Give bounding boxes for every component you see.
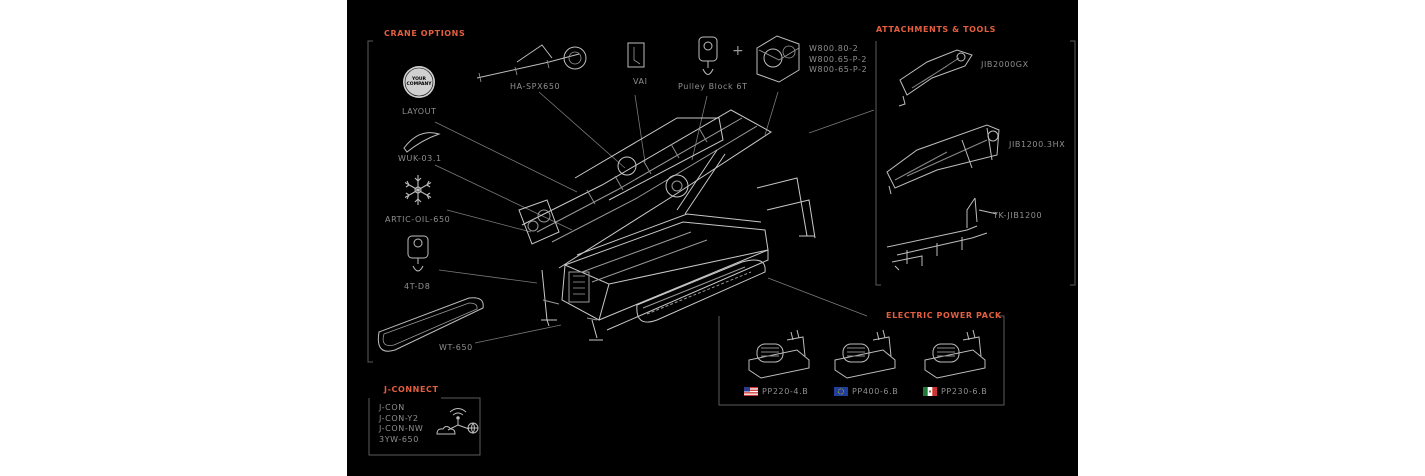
leader-winch [764,91,779,136]
wuk-sticker-icon [403,132,441,153]
snowflake-icon [404,175,432,205]
winch-model: W800.65-P-2 [809,54,868,64]
label-layout: LAYOUT [402,107,437,116]
your-company-logo-text: YOUR COMPANY [406,77,432,87]
diagram-lines [367,35,1076,456]
winch-icon [756,35,800,83]
label-jib2000gx: JIB2000GX [981,60,1029,69]
iot-network-icon [436,408,479,435]
label-ha-spx650: HA-SPX650 [510,82,561,91]
label-pp230: PP230-6.B [941,387,988,396]
hook-block-4t-icon [407,235,429,272]
label-wuk-03-1: WUK-03.1 [398,154,442,163]
leader-wt [474,324,562,344]
jconnect-heading: J-CONNECT [384,385,439,394]
label-jib1200-3hx: JIB1200.3HX [1009,140,1066,149]
attachments-heading: ATTACHMENTS & TOOLS [876,25,997,34]
jconnect-list: J-CON J-CON-Y2 J-CON-NW 3YW-650 [379,403,423,445]
leader-powerpack [767,277,868,317]
power-pack-pp230-icon [924,329,986,379]
tk-jib1200-icon [886,197,998,271]
rubber-track-icon [377,297,484,352]
label-vai: VAI [633,77,648,86]
attachments-bracket [1070,40,1076,286]
leader-attach [808,109,875,134]
label-wt-650: WT-650 [439,343,473,352]
label-tk-jib1200: TK-JIB1200 [993,211,1043,220]
leader-layout [434,121,578,193]
power-pack-heading: ELECTRIC POWER PACK [886,311,1002,320]
power-pack-pp220-icon [748,329,810,379]
jib2000gx-icon [898,49,973,107]
label-pp220: PP220-4.B [762,387,809,396]
crane-options-bracket [367,40,373,363]
leader-vai [634,94,646,163]
crawler-crane-illustration [518,109,816,341]
label-4t-d8: 4T-D8 [404,282,431,291]
jconnect-item: J-CON-Y2 [379,413,419,423]
leader-artic [446,209,532,233]
jconnect-item: J-CON-NW [379,424,424,433]
attachments-left-bracket [875,41,881,286]
power-pack-bracket [718,315,1005,406]
us-flag-icon [744,387,758,396]
label-pp400: PP400-6.B [852,387,899,396]
vai-icon [627,42,645,68]
jconnect-bracket [368,397,481,456]
leader-4t [438,269,538,284]
label-pulley-block: Pulley Block 6T [678,82,748,91]
leader-ha [538,91,626,169]
mexico-flag-icon [923,387,937,396]
plus-sign: + [732,43,745,59]
crane-options-heading: CRANE OPTIONS [384,29,466,38]
diagram-panel: YOUR COMPANY CRANE OPTIONS ATTACHMENTS &… [347,0,1078,476]
winch-model: W800-65-P-2 [809,65,868,74]
label-artic-oil-650: ARTIC-OIL-650 [385,215,451,224]
winch-model-list: W800.80-2 W800.65-P-2 W800-65-P-2 [809,44,867,76]
leader-wuk [434,164,573,231]
jib1200-3hx-icon [886,124,1000,195]
your-company-logo-icon [403,66,435,98]
winch-model: W800.80-2 [809,44,859,53]
eu-flag-icon [834,387,848,396]
jconnect-item: J-CON [379,403,405,412]
pulley-block-icon [698,36,718,75]
ha-spx650-icon [476,44,587,83]
power-pack-pp400-icon [834,329,896,379]
jconnect-item: 3YW-650 [379,434,419,444]
